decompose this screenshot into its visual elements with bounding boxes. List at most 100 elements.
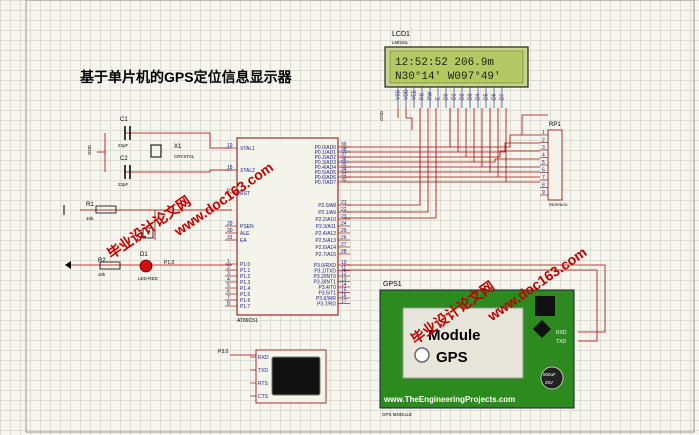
mcu-left-pin-num: 5 bbox=[227, 283, 230, 289]
cap-volt-bottom: 25V bbox=[545, 380, 553, 385]
rp1-pin-num: 4 bbox=[542, 153, 545, 159]
mcu-right-pin-label: P0.3/AD3 bbox=[315, 160, 337, 166]
gnd-label-1: GND bbox=[87, 144, 92, 155]
lcd-pin-label: D4 bbox=[476, 93, 482, 100]
lcd-pin-label: D6 bbox=[492, 93, 498, 100]
mcu-right-pin-num: 39 bbox=[341, 142, 347, 148]
gps-chip bbox=[402, 307, 524, 379]
mcu-right-pin-num: 23 bbox=[341, 214, 347, 220]
mcu-left-pins: XTAL119XTAL218RST9PSEN29ALE30EA31P1.01P1… bbox=[225, 143, 255, 310]
rp1-pin-num: 8 bbox=[542, 183, 545, 189]
mcu-right-pin-label: P0.7/AD7 bbox=[315, 180, 337, 186]
gps-ref: GPS1 bbox=[383, 281, 402, 288]
mcu-right-pin-num: 10 bbox=[341, 260, 347, 266]
c1-value: 22pF bbox=[118, 143, 129, 148]
capacitor-electrolytic bbox=[540, 366, 564, 390]
mcu-right-pin-num: 35 bbox=[341, 162, 347, 168]
mcu-left-pin-label: EA bbox=[240, 238, 247, 244]
mcu-left-pin-num: 9 bbox=[227, 188, 230, 194]
mcu-left-pin-label: P1.2 bbox=[240, 274, 251, 280]
mcu-right-pin-num: 14 bbox=[341, 282, 347, 288]
r2-value: 10k bbox=[98, 272, 106, 277]
mcu-right-pin-label: P0.2/AD2 bbox=[315, 155, 337, 161]
reset-switch[interactable] bbox=[142, 227, 154, 239]
mcu-left-pin-num: 3 bbox=[227, 271, 230, 277]
mcu-right-pin-label: P2.3/A11 bbox=[316, 224, 336, 230]
mcu-left-pin-num: 18 bbox=[227, 165, 233, 171]
mcu-left-pin-num: 7 bbox=[227, 295, 230, 301]
mcu-right-pin-num: 12 bbox=[341, 271, 347, 277]
mcu-right-pin-label: P2.5/A13 bbox=[315, 238, 336, 244]
mcu-right-pin-num: 37 bbox=[341, 152, 347, 158]
p10-label: P1.0 bbox=[164, 260, 175, 266]
crystal-symbol bbox=[150, 144, 162, 158]
mcu-right-pin-num: 22 bbox=[341, 207, 347, 213]
lcd-pin-label: D7 bbox=[500, 93, 506, 100]
mcu-right-pin-label: P0.6/AD6 bbox=[315, 175, 337, 181]
mcu-right-pin-num: 15 bbox=[341, 288, 347, 294]
mcu-body bbox=[236, 137, 339, 316]
lcd-pin-label: RS bbox=[420, 92, 426, 100]
lcd-pin-label: D1 bbox=[452, 93, 458, 100]
rp1-value: RESPACK bbox=[549, 202, 568, 207]
mcu-right-pin-label: P3.6/WR bbox=[316, 296, 336, 302]
terminal-screen bbox=[271, 356, 321, 396]
mcu-right-pin-num: 11 bbox=[341, 266, 346, 272]
lcd-pin-label: RW bbox=[428, 91, 434, 100]
mcu-right-pin-label: P0.4/AD4 bbox=[315, 165, 337, 171]
x1-value: CRYSTAL bbox=[174, 154, 195, 159]
mcu-left-pin-label: P1.4 bbox=[240, 286, 251, 292]
mcu-right-pin-label: P2.6/A14 bbox=[315, 245, 336, 251]
mcu-left-pin-label: ALE bbox=[240, 231, 250, 237]
mcu-right-pin-label: P3.7/RD bbox=[317, 301, 336, 307]
rp1-ref: RP1 bbox=[549, 122, 561, 128]
gps-website: www.TheEngineeringProjects.com bbox=[383, 395, 515, 404]
gps-txd-label: TXD bbox=[556, 339, 566, 345]
c2-value: 22pF bbox=[118, 182, 129, 187]
mcu-left-pin-label: PSEN bbox=[240, 224, 254, 230]
gps-text: GPS bbox=[436, 349, 468, 366]
mcu-right-pin-label: P0.0/AD0 bbox=[315, 145, 337, 151]
mcu-right-pin-label: P2.2/A10 bbox=[315, 217, 336, 223]
lcd-line-2: N30°14' W097°49' bbox=[395, 71, 501, 83]
mcu-right-pin-num: 17 bbox=[341, 299, 347, 305]
gps-part: GPS MODULE bbox=[382, 412, 412, 417]
r2-ref: R2 bbox=[98, 258, 106, 264]
lcd-pin-label: VEE bbox=[412, 89, 418, 100]
p30-label: P3.0 bbox=[218, 349, 229, 355]
mcu-right-pin-num: 38 bbox=[341, 147, 347, 153]
mcu-left-pin-label: P1.0 bbox=[240, 262, 251, 268]
mcu-right-pin-label: P3.3/INT1 bbox=[313, 279, 336, 285]
d1-value: LED-RED bbox=[138, 276, 159, 281]
mcu-right-pin-label: P3.1/TXD bbox=[314, 268, 336, 274]
lcd-ref: LCD1 bbox=[392, 31, 410, 38]
mcu-right-pin-num: 21 bbox=[341, 200, 347, 206]
diode-bridge bbox=[533, 320, 551, 338]
mcu-right-pin-label: P0.1/AD1 bbox=[315, 150, 337, 156]
lcd-pin-label: D3 bbox=[468, 93, 474, 100]
r1-ref: R1 bbox=[86, 202, 94, 208]
lcd-pin-label: D2 bbox=[460, 93, 466, 100]
lcd-pin-label: VSS bbox=[396, 89, 402, 100]
c2-ref: C2 bbox=[120, 156, 128, 162]
lcd-pin-label: VDD bbox=[404, 89, 410, 100]
mcu-right-pin-num: 36 bbox=[341, 157, 347, 163]
terminal-pin-label: RXD bbox=[258, 355, 269, 361]
mcu-left-pin-num: 8 bbox=[227, 301, 230, 307]
terminal-pin-label: RTS bbox=[258, 381, 269, 387]
rp1-pin-num: 3 bbox=[542, 145, 545, 151]
mcu-right-pin-label: P3.0/RXD bbox=[314, 263, 337, 269]
mcu-left-pin-num: 1 bbox=[227, 259, 230, 265]
mcu-right-pin-label: P3.4/T0 bbox=[318, 285, 336, 291]
rp1-pin-num: 1 bbox=[542, 130, 545, 136]
mcu-right-pin-label: P2.7/A15 bbox=[315, 252, 336, 258]
rp1-pin-num: 6 bbox=[542, 168, 545, 174]
sheet-border bbox=[25, 0, 695, 433]
wires bbox=[65, 108, 606, 356]
gps-rxd-label: RXD bbox=[556, 330, 567, 336]
